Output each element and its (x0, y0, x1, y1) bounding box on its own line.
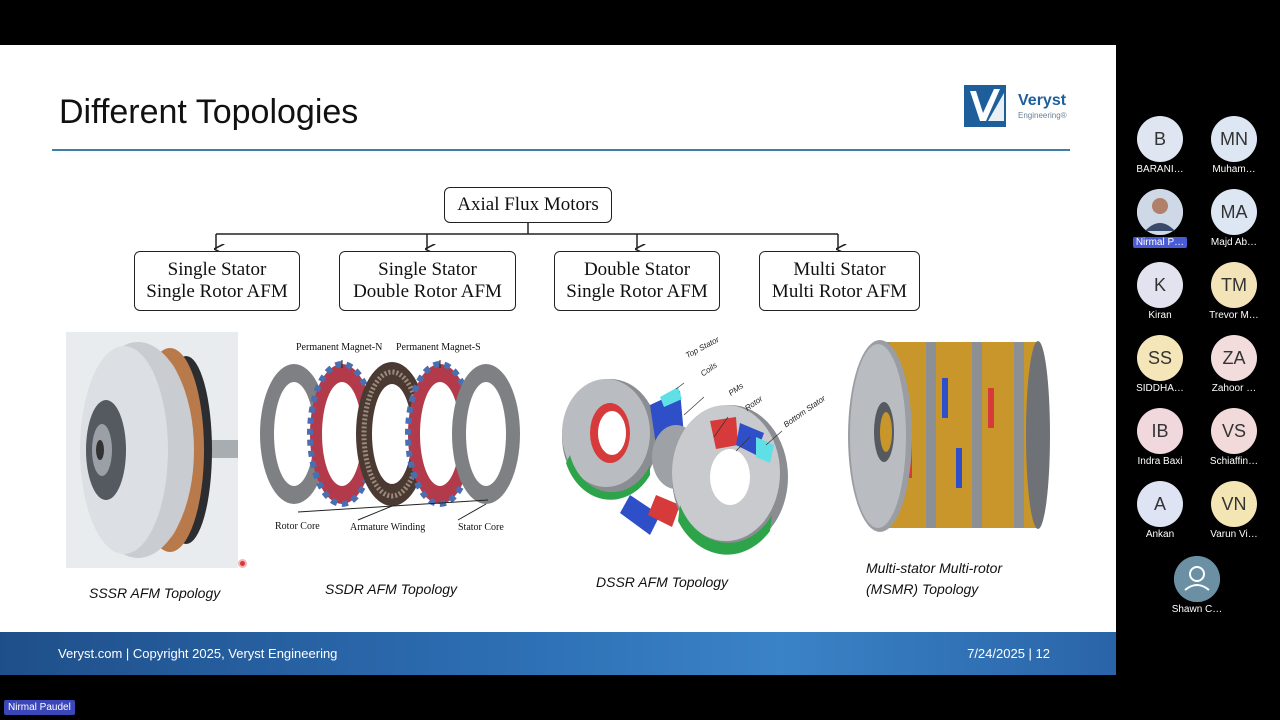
participant-tile[interactable]: VN Varun Vi… (1194, 481, 1274, 541)
participant-avatar: MN (1211, 116, 1257, 162)
participant-name: Kiran (1120, 310, 1200, 321)
user-icon (1174, 556, 1220, 602)
participant-name: Varun Vi… (1194, 529, 1274, 540)
participant-name: Ankan (1120, 529, 1200, 540)
participant-name: Muham… (1194, 164, 1274, 175)
pm-s-label: Permanent Magnet-S (396, 342, 481, 353)
participant-tile[interactable]: Nirmal P… (1120, 189, 1200, 249)
sssr-motor-image (66, 332, 238, 568)
axial-flux-motors-box: Axial Flux Motors (444, 187, 612, 223)
presentation-slide: Different Topologies Veryst Engineering®… (0, 45, 1116, 675)
participant-tile[interactable]: MN Muham… (1194, 116, 1274, 176)
footer-date-page: 7/24/2025 | 12 (967, 646, 1050, 661)
participant-avatar: B (1137, 116, 1183, 162)
participant-tile[interactable]: VS Schiaffin… (1194, 408, 1274, 468)
participant-avatar: SS (1137, 335, 1183, 381)
participant-avatar: A (1137, 481, 1183, 527)
participant-avatar: K (1137, 262, 1183, 308)
laser-pointer (238, 559, 247, 568)
participant-name: SIDDHA… (1120, 383, 1200, 394)
participant-name: BARANI… (1120, 164, 1200, 175)
participant-tile[interactable]: K Kiran (1120, 262, 1200, 322)
participant-avatar: ZA (1211, 335, 1257, 381)
participant-name: Indra Baxi (1120, 456, 1200, 467)
stator-core-label: Stator Core (458, 522, 504, 533)
rotor-core-label: Rotor Core (275, 521, 320, 532)
ssdr-diagram (258, 350, 526, 530)
sssr-caption: SSSR AFM Topology (89, 583, 220, 604)
msmr-motor-image (846, 328, 1056, 548)
participant-avatar: TM (1211, 262, 1257, 308)
participant-tile[interactable]: A Ankan (1120, 481, 1200, 541)
participant-avatar: VN (1211, 481, 1257, 527)
participant-avatar: VS (1211, 408, 1257, 454)
participant-tile[interactable]: MA Majd Ab… (1194, 189, 1274, 249)
participant-name: Trevor M… (1194, 310, 1274, 321)
participant-name: Nirmal P… (1133, 237, 1187, 248)
participant-tile[interactable]: TM Trevor M… (1194, 262, 1274, 322)
participant-panel: B BARANI… MN Muham… Nirmal P… MA Majd Ab… K Kira… (1116, 0, 1280, 720)
msmr-caption: Multi-stator Multi-rotor(MSMR) Topology (866, 558, 1002, 600)
dssr-caption: DSSR AFM Topology (596, 572, 728, 593)
participant-tile[interactable]: ZA Zahoor … (1194, 335, 1274, 395)
participant-avatar: IB (1137, 408, 1183, 454)
participant-name: Schiaffin… (1194, 456, 1274, 467)
participant-name: Shawn C… (1157, 604, 1237, 615)
ssdr-caption: SSDR AFM Topology (325, 579, 457, 600)
armature-winding-label: Armature Winding (350, 522, 425, 533)
footer-copyright: Veryst.com | Copyright 2025, Veryst Engi… (58, 646, 337, 661)
slide-footer: Veryst.com | Copyright 2025, Veryst Engi… (0, 632, 1116, 675)
participant-name: Majd Ab… (1194, 237, 1274, 248)
presenter-name-tag: Nirmal Paudel (4, 700, 75, 715)
participant-tile[interactable]: SS SIDDHA… (1120, 335, 1200, 395)
participant-tile[interactable]: B BARANI… (1120, 116, 1200, 176)
participant-tile[interactable]: IB Indra Baxi (1120, 408, 1200, 468)
pm-n-label: Permanent Magnet-N (296, 342, 382, 353)
participant-photo (1137, 189, 1183, 235)
dssr-diagram (560, 345, 810, 565)
participant-tile[interactable]: Shawn C… (1157, 556, 1237, 616)
participant-name: Zahoor … (1194, 383, 1274, 394)
participant-avatar: MA (1211, 189, 1257, 235)
